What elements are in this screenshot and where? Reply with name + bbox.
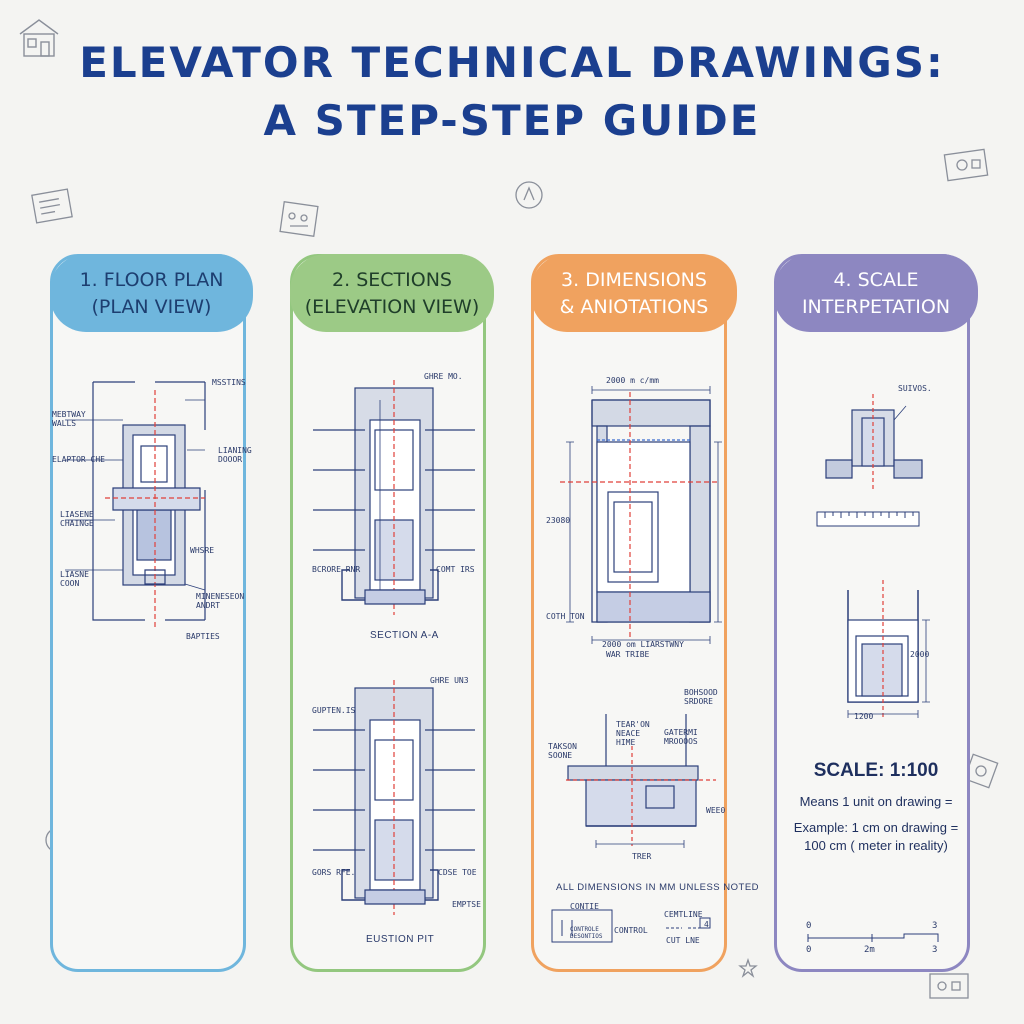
page-title-line-1: ELEVATOR TECHNICAL DRAWINGS: (79, 38, 945, 87)
legend-box-drawing (551, 909, 711, 943)
house-doodle-icon (19, 19, 59, 57)
scale-bar-tick: 3 (932, 945, 938, 955)
dimensions-heading: 3. DIMENSIONS & ANIOTATIONS (531, 254, 737, 332)
pit-detail-drawing (566, 714, 716, 848)
scale-bar-tick: 3 (932, 921, 938, 931)
legend-label: CONTROLE DESONTIOS (570, 926, 603, 940)
scale-example-line: 100 cm ( meter in reality) (804, 838, 948, 853)
heading-line: 3. DIMENSIONS (561, 269, 707, 291)
scale-detail-drawing (825, 394, 923, 490)
scale-ruler-icon (816, 511, 920, 527)
elevator-pit-caption: EUSTION PIT (366, 934, 435, 945)
dimension-label: 2000 m c/mm (606, 376, 659, 385)
heading-line: 1. FLOOR PLAN (79, 269, 224, 291)
section-a-a-caption: SECTION A-A (370, 630, 439, 641)
heading-line: (ELEVATION VIEW) (304, 296, 480, 318)
dimension-label: BOHSOOD SRDORE (684, 688, 718, 706)
heading-line: & ANIOTATIONS (559, 296, 709, 318)
section-label: GORS RFE. (312, 868, 356, 877)
scale-example-line: Example: 1 cm on drawing = (793, 820, 959, 835)
scale-bar-tick: 0 (806, 921, 812, 931)
heading-line: (PLAN VIEW) (91, 296, 212, 318)
legend-label: CONTROL (614, 926, 648, 935)
section-label: BCRORE RNR (312, 565, 361, 574)
legend-label: CONTIE (570, 902, 599, 911)
heading-line: INTERPETATION (801, 296, 951, 318)
dimension-label: TAKSON SOONE (548, 742, 577, 760)
section-label: CDSE TOE (438, 868, 477, 877)
section-label: GUPTEN.IS (312, 706, 356, 715)
dimension-label: GATERMI MROOOOS (664, 728, 698, 746)
scale-explanation-line: Means 1 unit on drawing = (799, 794, 953, 809)
dimension-label: WEE0 (706, 806, 726, 815)
dimension-label: 2000 om LIARSTWNY (602, 640, 684, 649)
floor-plan-label: MINENESEON ANDRT (196, 592, 245, 610)
floor-plan-label: MEBTWAY WALLS (52, 410, 86, 428)
heading-line: 2. SECTIONS (332, 269, 452, 291)
floor-plan-label: BAPTIES (186, 632, 220, 641)
sections-heading: 2. SECTIONS (ELEVATION VIEW) (290, 254, 494, 332)
elevator-pit-drawing (313, 680, 475, 915)
dimension-label: TEAR'ON NEACE HIME (616, 720, 650, 747)
scale-bar-tick: 0 (806, 945, 812, 955)
section-label: COMT IRS (436, 565, 475, 574)
floor-plan-label: MSSTINS (212, 378, 246, 387)
scale-bar (807, 933, 939, 942)
scale-label: SUIVOS. (898, 384, 932, 393)
legend-label: 4 (704, 920, 709, 929)
scale-bar-tick: 2m (864, 945, 875, 955)
column-floor-plan (50, 254, 246, 972)
section-label: EMPTSE (452, 900, 481, 909)
scale-heading: 4. SCALE INTERPETATION (774, 254, 978, 332)
scale-label: 2000 (910, 650, 930, 659)
compass-doodle-icon (515, 181, 543, 209)
dimensioned-elevation-drawing (560, 386, 722, 644)
dimension-label: COTH TON (546, 612, 585, 621)
floor-plan-label: WHSRE (190, 546, 215, 555)
dimension-label: 23080 (546, 516, 571, 525)
floor-plan-drawing (65, 381, 206, 630)
scale-label: 1200 (854, 712, 874, 721)
calculator-doodle-icon (279, 201, 319, 237)
floor-plan-label: ELAPTOR CHE (52, 455, 105, 464)
dimension-label: WAR TRIBE (606, 650, 650, 659)
floor-plan-label: LIASENE CHAINGE (60, 510, 94, 528)
floor-plan-label: LIANING DOOOR (218, 446, 252, 464)
legend-label: CUT LNE (666, 936, 700, 945)
section-label: GHRE UN3 (430, 676, 469, 685)
blueprint-doodle-icon (943, 148, 989, 182)
column-scale (774, 254, 970, 972)
section-a-a-drawing (313, 380, 475, 615)
dimension-note: ALL DIMENSIONS IN MM UNLESS NOTED (556, 882, 760, 893)
tablet-doodle-icon (929, 973, 969, 999)
floor-plan-heading: 1. FLOOR PLAN (PLAN VIEW) (50, 254, 253, 332)
section-label: GHRE MO. (424, 372, 463, 381)
floor-plan-label: LIASNE COON (60, 570, 89, 588)
page-title-line-2: A STEP-STEP GUIDE (263, 96, 761, 145)
scaled-elevation-drawing (847, 580, 930, 720)
scale-title: SCALE: 1:100 (813, 760, 939, 781)
heading-line: 4. SCALE (833, 269, 919, 291)
legend-label: CEMTLINE (664, 910, 703, 919)
small-star-doodle-icon (738, 958, 758, 978)
dimension-label: TRER (632, 852, 652, 861)
clipboard-doodle-icon (31, 188, 73, 224)
